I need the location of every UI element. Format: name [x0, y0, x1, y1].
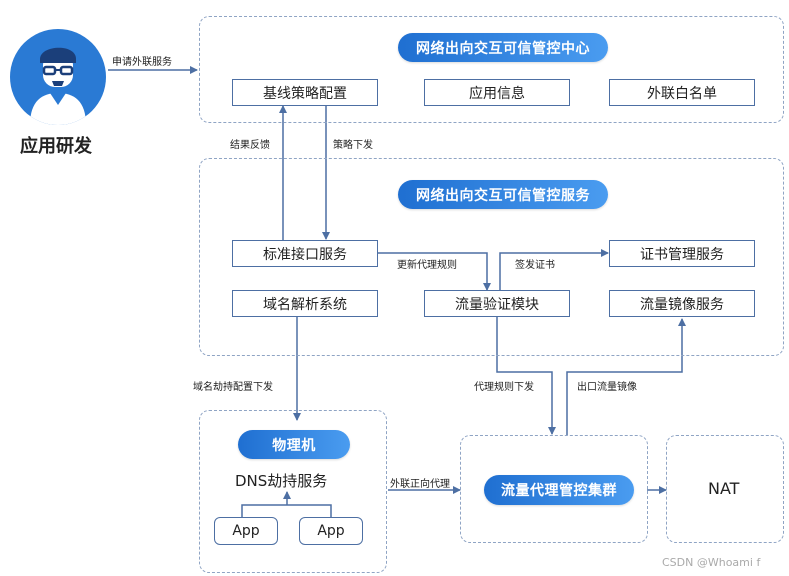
dns-resolution-system[interactable]: 域名解析系统: [232, 290, 378, 317]
traffic-mirror-service[interactable]: 流量镜像服务: [609, 290, 755, 317]
control-service-title: 网络出向交互可信管控服务: [398, 180, 608, 209]
edge-label-policy-down: 策略下发: [333, 140, 373, 151]
app-box-2[interactable]: App: [299, 517, 363, 545]
watermark: CSDN @Whoami f: [662, 556, 761, 569]
edge-label-proxy-rules-down: 代理规则下发: [474, 382, 534, 393]
proxy-cluster-group: [460, 435, 648, 543]
baseline-policy-config[interactable]: 基线策略配置: [232, 79, 378, 106]
edge-egress-mirror: [566, 318, 686, 435]
cert-management-service[interactable]: 证书管理服务: [609, 240, 755, 267]
actor-label: 应用研发: [20, 136, 92, 157]
control-service-group: [199, 158, 784, 356]
developer-avatar-icon: [10, 29, 106, 125]
edge-update-rules: [378, 252, 491, 291]
dns-hijack-service: DNS劫持服务: [235, 472, 328, 490]
physical-machine-title: 物理机: [238, 430, 350, 459]
edge-label-issue-cert: 签发证书: [515, 260, 555, 271]
physical-machine-group: [199, 410, 387, 573]
proxy-cluster-title: 流量代理管控集群: [484, 475, 634, 505]
app-info[interactable]: 应用信息: [424, 79, 570, 106]
control-center-group: [199, 16, 784, 123]
edge-label-forward-proxy: 外联正向代理: [390, 479, 450, 490]
nat-group: [666, 435, 784, 543]
edge-issue-cert: [499, 249, 609, 290]
edge-proxy-rules-down: [496, 317, 556, 435]
traffic-verify-module[interactable]: 流量验证模块: [424, 290, 570, 317]
app-box-1[interactable]: App: [214, 517, 278, 545]
standard-api-service[interactable]: 标准接口服务: [232, 240, 378, 267]
edge-label-request: 申请外联服务: [112, 57, 172, 68]
edge-label-update-rules: 更新代理规则: [397, 260, 457, 271]
edge-label-feedback: 结果反馈: [230, 140, 270, 151]
control-center-title: 网络出向交互可信管控中心: [398, 33, 608, 62]
nat-label: NAT: [708, 479, 740, 498]
egress-whitelist[interactable]: 外联白名单: [609, 79, 755, 106]
edge-label-egress-mirror: 出口流量镜像: [577, 382, 637, 393]
edge-label-dns-hijack-config: 域名劫持配置下发: [193, 382, 273, 393]
